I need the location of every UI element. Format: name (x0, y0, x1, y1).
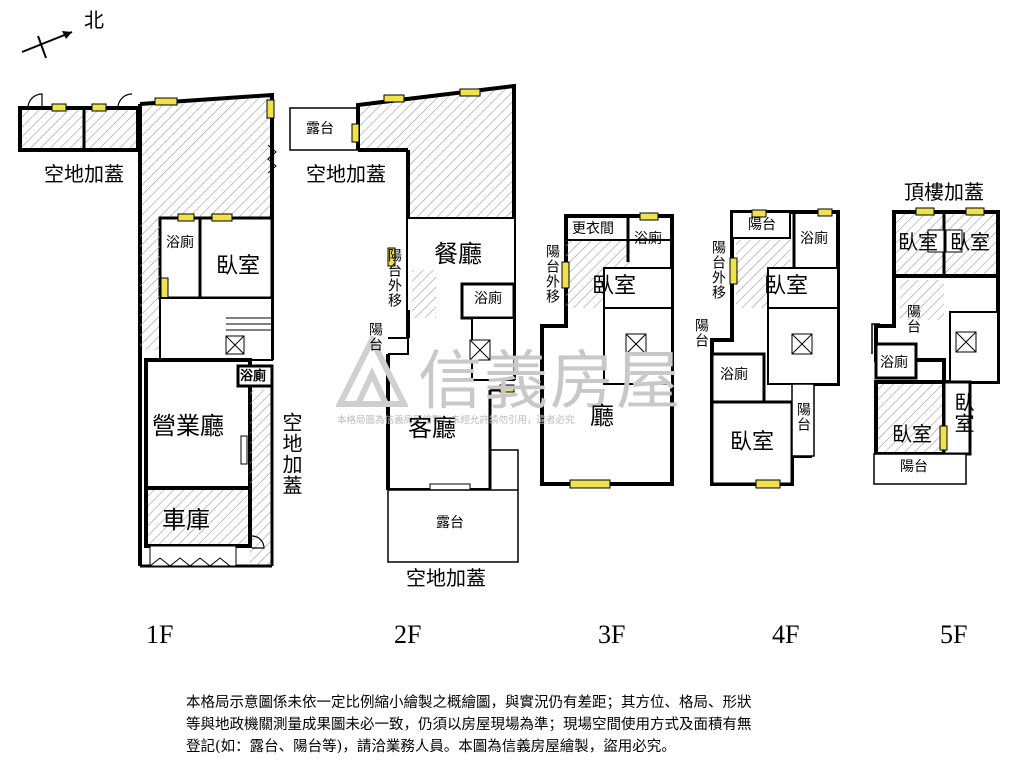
f4-balcony-left-label: 陽台 (693, 318, 709, 348)
f4-balcony-right-label: 陽台 (795, 402, 811, 432)
f5-bedroom-b-label: 臥室 (950, 230, 990, 254)
f4-balcony-moved-label: 陽台外移 (710, 240, 726, 300)
f4-balcony-top-label: 陽台 (748, 217, 776, 233)
f3-bedroom-label: 臥室 (592, 274, 637, 299)
f5-bedroom-c-label: 臥室 (892, 422, 932, 446)
f5-bath-label: 浴廁 (880, 355, 908, 371)
compass-north-label: 北 (84, 8, 104, 32)
f1-bath2-label: 浴廁 (240, 369, 267, 384)
f2-terrace-label: 露台 (436, 515, 464, 531)
floor-5f-plan (871, 207, 1000, 485)
f3-hall-label: 廳 (590, 402, 614, 430)
f4-bath-label: 浴廁 (800, 231, 828, 247)
f1-bath-label: 浴廁 (166, 235, 194, 251)
disclaimer-line-2: 等與地政機關測量成果圖未必一致，仍須以房屋現場為準；現場空間使用方式及面積有無 (186, 717, 752, 733)
f4-bedroom-label: 臥室 (764, 274, 809, 299)
floor-3f-plan (540, 212, 674, 489)
f5-bedroom-d-label: 臥室 (951, 392, 975, 434)
f3-balcony-moved-label: 陽台外移 (544, 244, 560, 304)
f5-balcony-bottom-label: 陽台 (900, 459, 928, 475)
floor-1f-plan (18, 92, 277, 568)
f1-garage-label: 車庫 (162, 506, 210, 534)
f2-terrace-top-label: 露台 (306, 121, 334, 137)
disclaimer-line-3: 登記(如：露台、陽台等)，請洽業務人員。本圖為信義房屋繪製，盜用必究。 (186, 739, 676, 755)
f2-yard-top-label: 空地加蓋 (306, 162, 386, 186)
f1-hall-label: 營業廳 (152, 412, 224, 440)
floor-4f-title: 4F (772, 620, 800, 649)
f4-bedroom2-label: 臥室 (730, 430, 775, 455)
floor-5f-title: 5F (940, 620, 968, 649)
f1-yard-top-label: 空地加蓋 (44, 162, 124, 186)
watermark-brand: 信義房屋 (418, 345, 682, 419)
floor-3f-title: 3F (598, 620, 626, 649)
disclaimer-line-1: 本格局示意圖係未依一定比例縮小繪製之概繪圖，與實況仍有差距；其方位、格局、形狀 (186, 695, 752, 711)
floor-2f-title: 2F (394, 620, 422, 649)
floor-1f-title: 1F (146, 620, 174, 649)
f3-bath-label: 浴廁 (634, 231, 662, 247)
compass-icon (21, 31, 73, 59)
disclaimer-note: 本格局示意圖係未依一定比例縮小繪製之概繪圖，與實況仍有差距；其方位、格局、形狀 … (186, 692, 946, 758)
floor-2f-plan (289, 83, 519, 563)
f1-bedroom-label: 臥室 (216, 254, 261, 279)
f5-balcony-left-label: 陽台 (905, 304, 921, 334)
brand-logo-icon (335, 333, 409, 408)
floor-4f-plan (710, 208, 840, 489)
f2-yard-bottom-label: 空地加蓋 (406, 566, 486, 590)
f1-yard-side-label: 空地加蓋 (279, 412, 303, 496)
f2-bath-label: 浴廁 (474, 291, 502, 307)
f3-closet-label: 更衣間 (572, 221, 614, 237)
f5-bedroom-a-label: 臥室 (898, 230, 938, 254)
f2-balcony-moved-label: 陽台外移 (386, 248, 402, 308)
f2-dining-label: 餐廳 (434, 240, 482, 268)
watermark-subtitle: 本格局圖為信義房屋繪製，未經允許請勿引用，違者必究 (337, 415, 575, 426)
f5-roof-add-label: 頂樓加蓋 (904, 180, 984, 204)
f2-balcony-label: 陽台 (367, 322, 383, 352)
f2-living-label: 客廳 (408, 414, 456, 442)
f4-bath2-label: 浴廁 (720, 367, 748, 383)
